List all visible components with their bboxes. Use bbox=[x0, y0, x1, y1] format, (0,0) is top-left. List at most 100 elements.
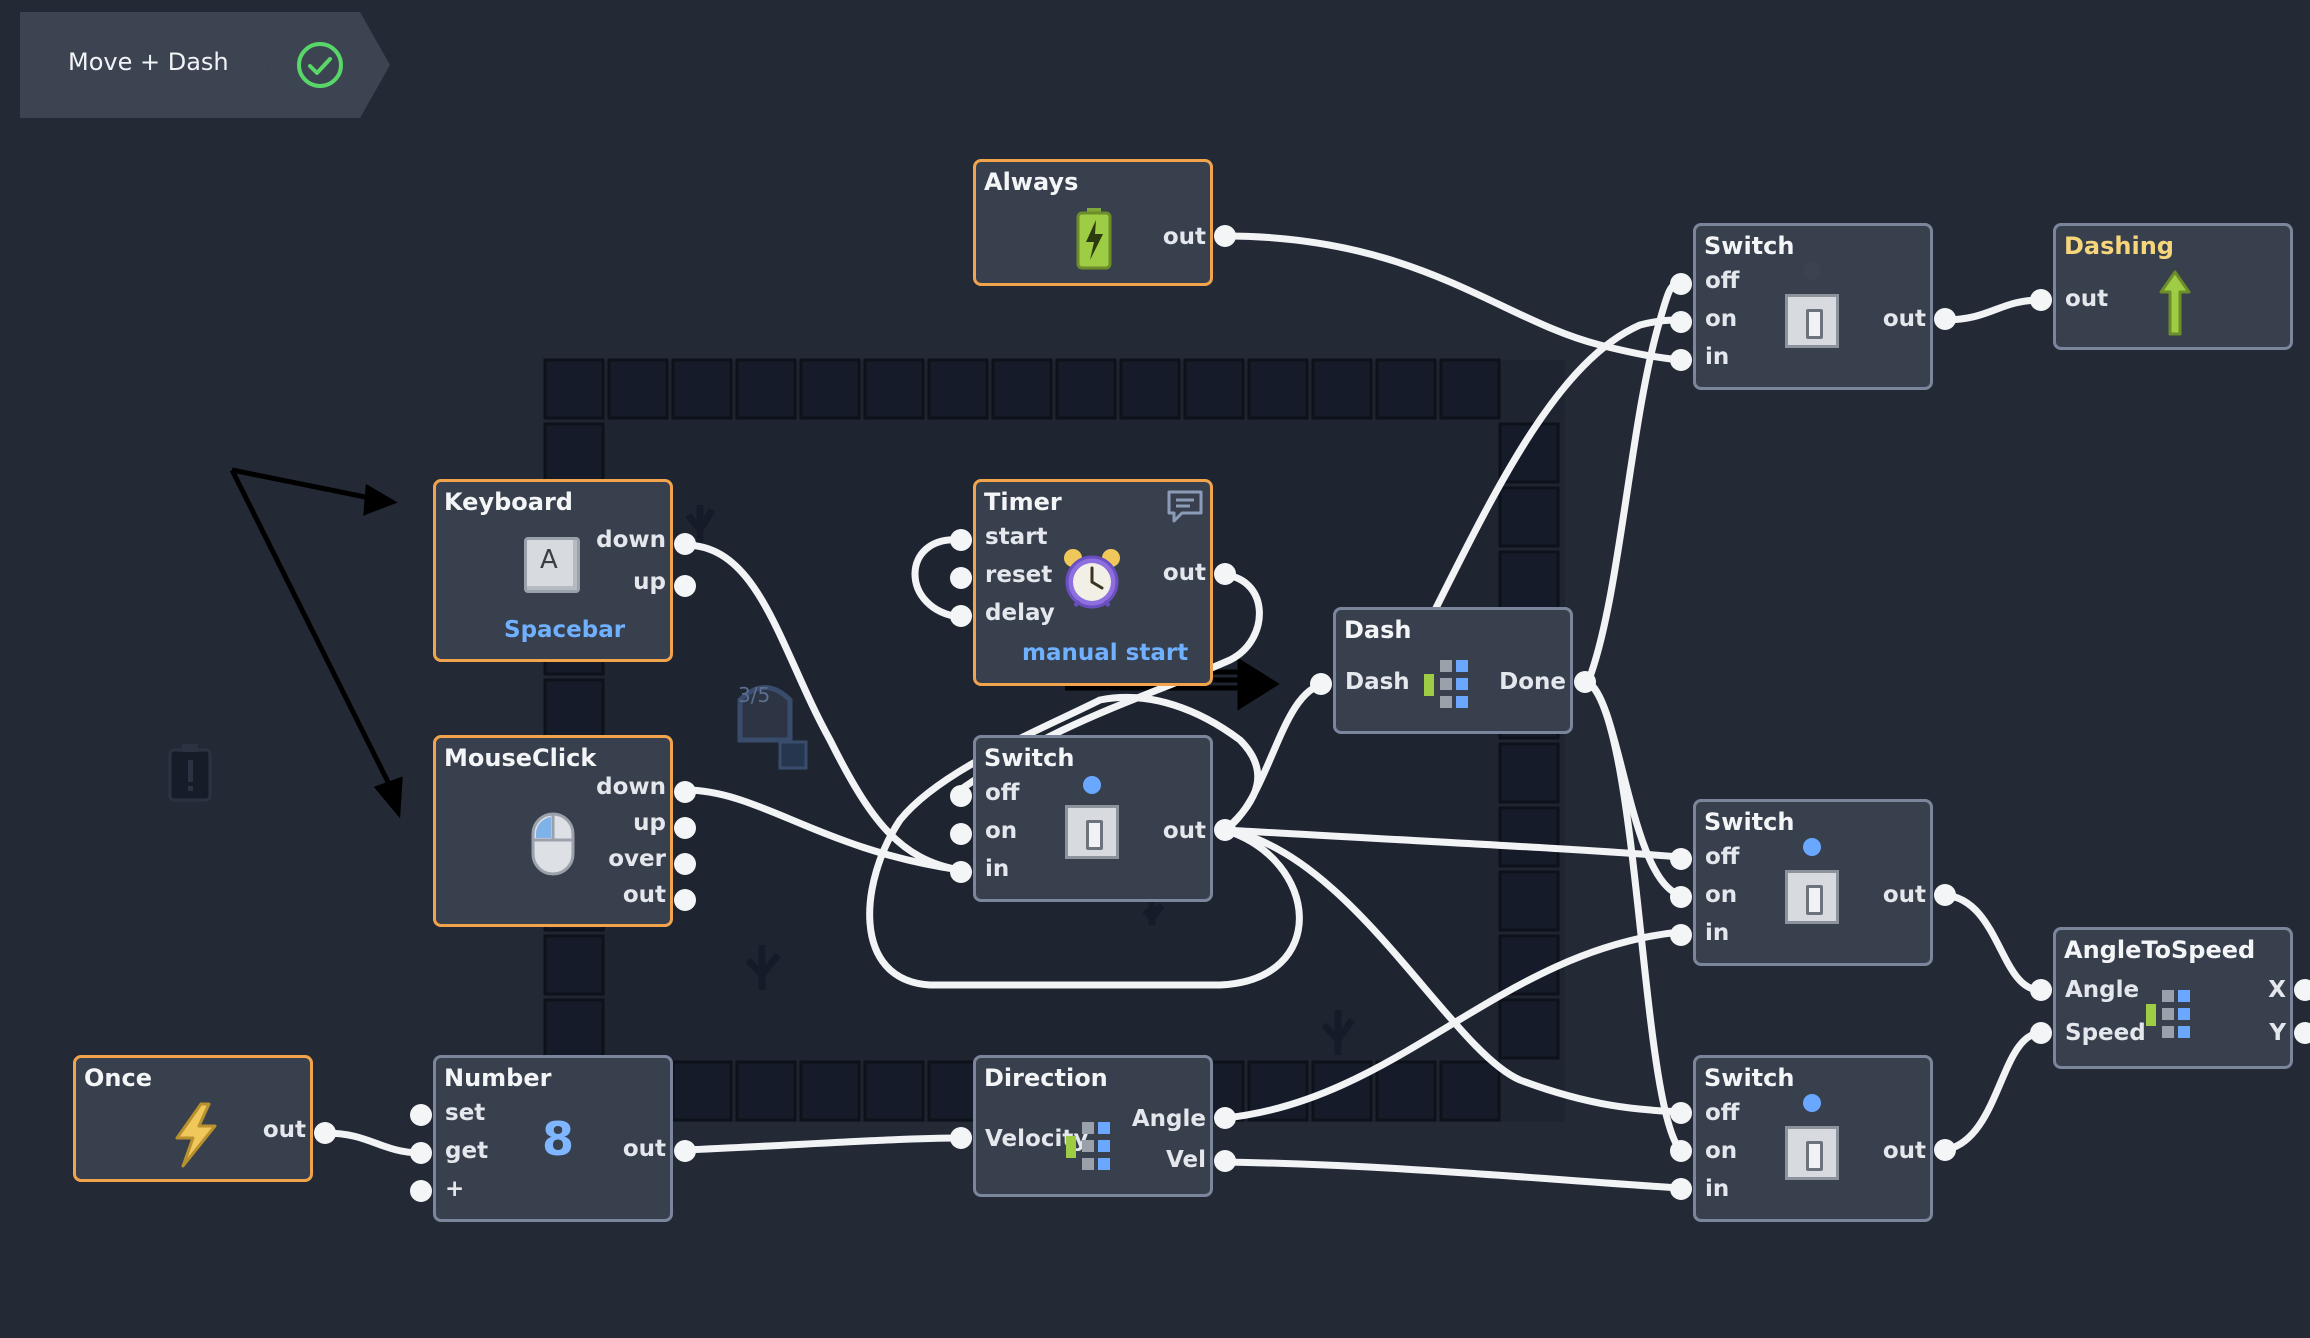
port-switch-top-out[interactable] bbox=[1934, 308, 1956, 330]
port-mouseclick-over[interactable] bbox=[674, 853, 696, 875]
node-title: Switch bbox=[1704, 232, 1795, 260]
port-mouseclick-up[interactable] bbox=[674, 817, 696, 839]
breadcrumb[interactable]: Move + Dash bbox=[20, 12, 270, 118]
port-switch-top-on[interactable] bbox=[1670, 311, 1692, 333]
port-label-out: out bbox=[1162, 224, 1206, 250]
port-label-over: over bbox=[608, 846, 666, 872]
port-number-plus[interactable] bbox=[410, 1180, 432, 1202]
node-switch-mid[interactable]: Switch off on in out bbox=[1693, 799, 1933, 966]
node-once[interactable]: Once out bbox=[73, 1055, 313, 1182]
node-title: AngleToSpeed bbox=[2064, 936, 2256, 964]
number-value: 8 bbox=[542, 1112, 575, 1166]
port-keyboard-up[interactable] bbox=[674, 575, 696, 597]
port-label-out: out bbox=[262, 1117, 306, 1143]
port-mouseclick-out[interactable] bbox=[674, 889, 696, 911]
port-angletospeed-x[interactable] bbox=[2294, 979, 2310, 1001]
port-label-up: up bbox=[633, 569, 666, 595]
port-label-out: out bbox=[1882, 882, 1926, 908]
vector-split-icon bbox=[1066, 1122, 1110, 1170]
node-timer[interactable]: Timer start reset delay out manual start bbox=[973, 479, 1213, 686]
port-label-y: Y bbox=[2269, 1020, 2286, 1046]
port-angletospeed-y[interactable] bbox=[2294, 1022, 2310, 1044]
port-switch-bot-on[interactable] bbox=[1670, 1140, 1692, 1162]
port-angletospeed-angle[interactable] bbox=[2030, 979, 2052, 1001]
node-title: Direction bbox=[984, 1064, 1108, 1092]
port-dashing-out[interactable] bbox=[2030, 289, 2052, 311]
port-label-angle: Angle bbox=[2065, 977, 2140, 1003]
node-title: Keyboard bbox=[444, 488, 573, 516]
port-label-out: out bbox=[622, 882, 666, 908]
port-timer-reset[interactable] bbox=[950, 567, 972, 589]
switch-state-indicator bbox=[1803, 838, 1821, 856]
port-switch-mid-on[interactable] bbox=[1670, 886, 1692, 908]
port-angletospeed-speed[interactable] bbox=[2030, 1022, 2052, 1044]
port-switch-center-out[interactable] bbox=[1214, 819, 1236, 841]
port-once-out[interactable] bbox=[314, 1122, 336, 1144]
switch-state-indicator bbox=[1803, 1094, 1821, 1112]
node-direction[interactable]: Direction Velocity Angle Vel bbox=[973, 1055, 1213, 1197]
timer-caption: manual start bbox=[1022, 640, 1189, 666]
node-mouseclick[interactable]: MouseClick down up over out bbox=[433, 735, 673, 927]
port-number-set[interactable] bbox=[410, 1104, 432, 1126]
port-dash-done[interactable] bbox=[1574, 671, 1596, 693]
toggle-switch-icon bbox=[1065, 805, 1119, 859]
battery-sprite bbox=[168, 744, 212, 802]
node-number[interactable]: Number set get + 8 out bbox=[433, 1055, 673, 1222]
port-switch-bot-in[interactable] bbox=[1670, 1178, 1692, 1200]
node-keyboard[interactable]: Keyboard A down up Spacebar bbox=[433, 479, 673, 662]
port-label-in: in bbox=[1705, 920, 1730, 946]
port-direction-velocity[interactable] bbox=[950, 1127, 972, 1149]
check-circle-icon bbox=[297, 42, 343, 88]
toggle-switch-icon bbox=[1785, 870, 1839, 924]
port-switch-top-off[interactable] bbox=[1670, 273, 1692, 295]
port-switch-center-off[interactable] bbox=[950, 785, 972, 807]
port-label-reset: reset bbox=[985, 562, 1053, 588]
port-switch-mid-out[interactable] bbox=[1934, 884, 1956, 906]
port-label-in: in bbox=[1705, 344, 1730, 370]
node-dashing[interactable]: Dashing out bbox=[2053, 223, 2293, 350]
node-always[interactable]: Always out bbox=[973, 159, 1213, 286]
port-switch-center-in[interactable] bbox=[950, 861, 972, 883]
port-switch-bot-out[interactable] bbox=[1934, 1139, 1956, 1161]
port-switch-mid-off[interactable] bbox=[1670, 848, 1692, 870]
node-title: Switch bbox=[1704, 808, 1795, 836]
port-label-off: off bbox=[1705, 268, 1740, 294]
breadcrumb-title: Move + Dash bbox=[68, 48, 229, 76]
node-title: Switch bbox=[1704, 1064, 1795, 1092]
port-timer-delay[interactable] bbox=[950, 605, 972, 627]
node-switch-top[interactable]: Switch off on in out bbox=[1693, 223, 1933, 390]
port-label-on: on bbox=[1705, 1138, 1738, 1164]
node-switch-bottom[interactable]: Switch off on in out bbox=[1693, 1055, 1933, 1222]
port-switch-top-in[interactable] bbox=[1670, 349, 1692, 371]
node-switch-center[interactable]: Switch off on in out bbox=[973, 735, 1213, 902]
port-timer-start[interactable] bbox=[950, 529, 972, 551]
port-label-plus: + bbox=[445, 1176, 465, 1202]
comment-icon[interactable] bbox=[1166, 489, 1204, 525]
node-angletospeed[interactable]: AngleToSpeed Angle Speed X Y bbox=[2053, 927, 2293, 1069]
port-direction-angle[interactable] bbox=[1214, 1107, 1236, 1129]
port-dash-dash[interactable] bbox=[1310, 673, 1332, 695]
port-switch-mid-in[interactable] bbox=[1670, 924, 1692, 946]
port-timer-out[interactable] bbox=[1214, 563, 1236, 585]
port-number-get[interactable] bbox=[410, 1142, 432, 1164]
node-title: Once bbox=[84, 1064, 152, 1092]
port-keyboard-down[interactable] bbox=[674, 533, 696, 555]
port-switch-center-on[interactable] bbox=[950, 823, 972, 845]
port-number-out[interactable] bbox=[674, 1140, 696, 1162]
battery-bolt-icon bbox=[1076, 208, 1112, 270]
port-label-dash: Dash bbox=[1345, 669, 1410, 695]
port-label-off: off bbox=[985, 780, 1020, 806]
port-label-angle: Angle bbox=[1131, 1106, 1206, 1132]
port-label-out: out bbox=[1882, 306, 1926, 332]
node-title: MouseClick bbox=[444, 744, 597, 772]
port-mouseclick-down[interactable] bbox=[674, 781, 696, 803]
port-switch-bot-off[interactable] bbox=[1670, 1102, 1692, 1124]
port-label-in: in bbox=[1705, 1176, 1730, 1202]
port-direction-vel[interactable] bbox=[1214, 1150, 1236, 1172]
vector-split-icon bbox=[1424, 660, 1468, 708]
port-label-out: out bbox=[2065, 286, 2109, 312]
port-label-out: out bbox=[1162, 818, 1206, 844]
port-always-out[interactable] bbox=[1214, 225, 1236, 247]
node-dash[interactable]: Dash Dash Done bbox=[1333, 607, 1573, 734]
